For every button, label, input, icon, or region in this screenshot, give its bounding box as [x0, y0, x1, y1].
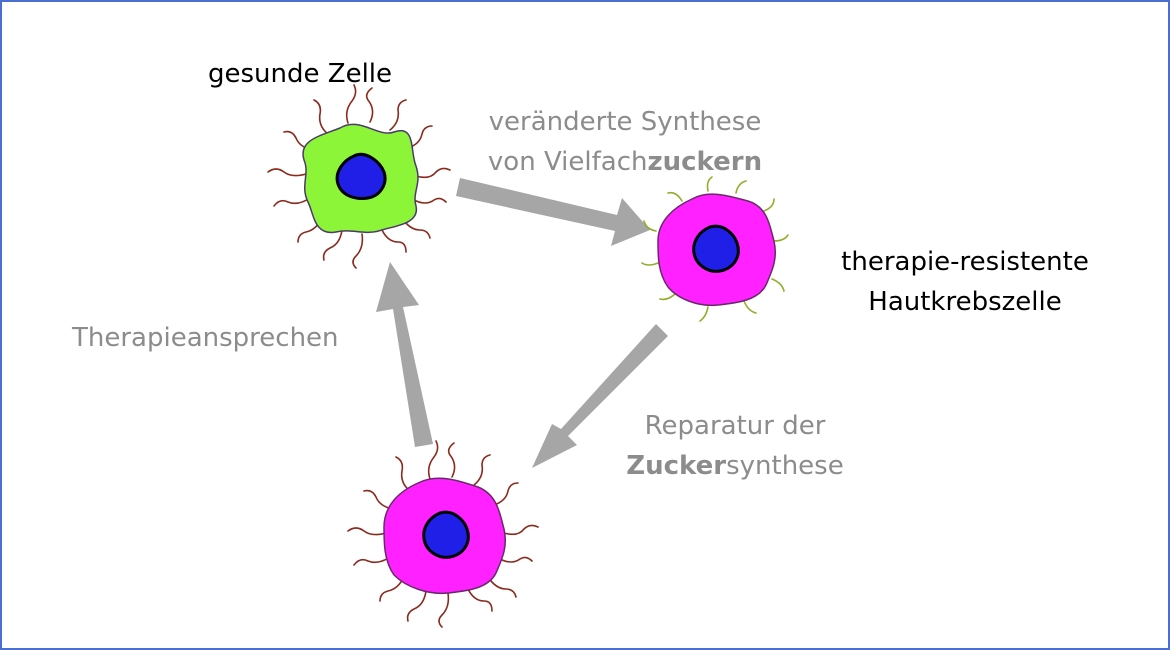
arrow-left-label: Therapieansprechen — [72, 323, 339, 353]
arrow-healthy-to-resistant — [456, 178, 650, 246]
healthy-cell-label: gesunde Zelle — [208, 59, 393, 89]
arrow-top-label-plain: von Vielfach — [487, 147, 648, 177]
healthy-cell-glycans — [267, 84, 451, 269]
arrow-top-label-bold: zuckern — [647, 147, 763, 177]
arrow-top-label-line1: veränderte Synthese — [488, 107, 762, 137]
resistant-cancer-cell — [641, 176, 789, 322]
arrow-resistant-to-treated — [532, 324, 668, 468]
healthy-cell — [267, 84, 451, 269]
arrow-treated-to-healthy — [376, 262, 433, 447]
treated-cancer-cell — [347, 440, 539, 628]
treated-cell-glycans — [347, 440, 539, 628]
healthy-cell-nucleus — [335, 153, 387, 200]
arrow-right-label-bold: Zucker — [626, 451, 727, 481]
arrow-top-label-line2: von Vielfachzuckern — [470, 142, 780, 182]
resistant-cell-label-line2: Hautkrebszelle — [868, 287, 1062, 317]
resistant-cell-nucleus — [692, 224, 740, 273]
resistant-cell-label-line1: therapie-resistente — [841, 247, 1089, 277]
arrow-right-label-line2: Zuckersynthese — [600, 446, 870, 486]
arrow-right-label-line1: Reparatur der — [644, 411, 826, 441]
arrow-right-label-plain: synthese — [726, 451, 844, 481]
treated-cell-nucleus — [422, 510, 470, 559]
